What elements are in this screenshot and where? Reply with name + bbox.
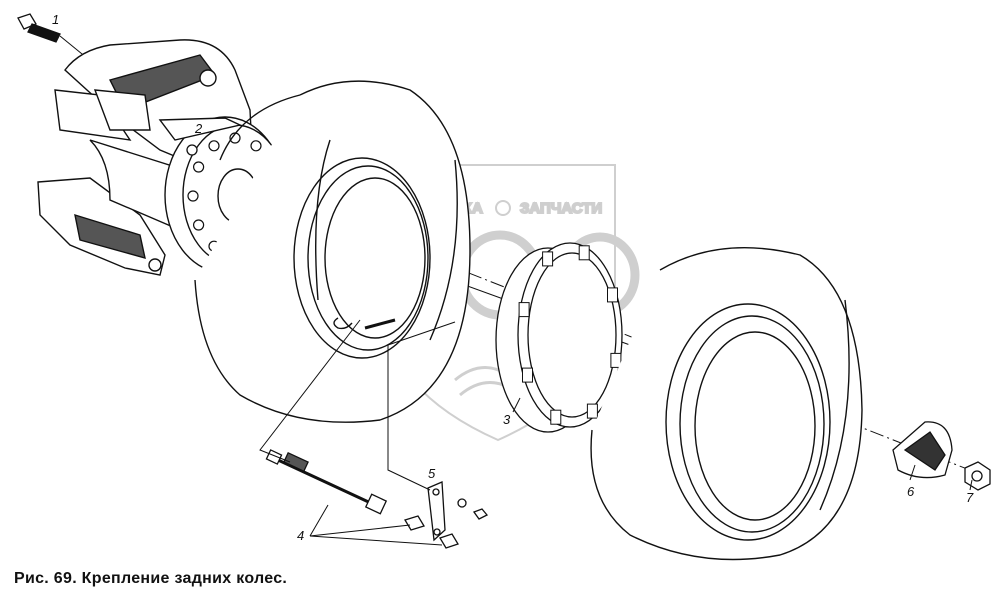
gear-icon bbox=[495, 200, 511, 216]
outer-tire bbox=[590, 247, 863, 561]
hub-stud bbox=[193, 161, 205, 173]
hub-stud bbox=[208, 140, 220, 152]
leader-lines bbox=[259, 319, 973, 546]
ring-slot bbox=[610, 352, 622, 368]
valve-extension bbox=[265, 449, 459, 549]
callout-7: 7 bbox=[966, 490, 974, 505]
ring-slot bbox=[518, 302, 530, 318]
ring-slot bbox=[586, 403, 598, 419]
inner-tire bbox=[194, 80, 471, 423]
ring-slot bbox=[542, 251, 554, 267]
callout-6: 6 bbox=[907, 484, 915, 499]
spacer-ring bbox=[495, 242, 623, 433]
callout-3: 3 bbox=[503, 412, 511, 427]
bracket bbox=[427, 481, 489, 542]
hub-stud bbox=[250, 140, 262, 152]
ring-slot bbox=[550, 409, 562, 425]
callout-1: 1 bbox=[52, 12, 59, 27]
watermark-right-word: ЗАПЧАСТИ bbox=[520, 200, 602, 217]
callout-4: 4 bbox=[297, 528, 304, 543]
hub-stud bbox=[186, 144, 198, 156]
ring-slots bbox=[518, 245, 622, 425]
ring-slot bbox=[522, 367, 533, 383]
hub-stud bbox=[193, 219, 205, 231]
figure-caption: Рис. 69. Крепление задних колес. bbox=[14, 570, 288, 587]
wheel-clamp bbox=[892, 421, 953, 479]
wheel-nut bbox=[964, 461, 991, 491]
bolt bbox=[17, 13, 61, 43]
callout-5: 5 bbox=[428, 466, 436, 481]
callout-2: 2 bbox=[194, 121, 203, 136]
callouts: 1 2 3 4 5 6 7 bbox=[52, 12, 974, 543]
tire-valve bbox=[333, 317, 353, 330]
ring-slot bbox=[578, 245, 590, 261]
ring-slot bbox=[607, 287, 618, 303]
hub-stud bbox=[187, 190, 199, 202]
